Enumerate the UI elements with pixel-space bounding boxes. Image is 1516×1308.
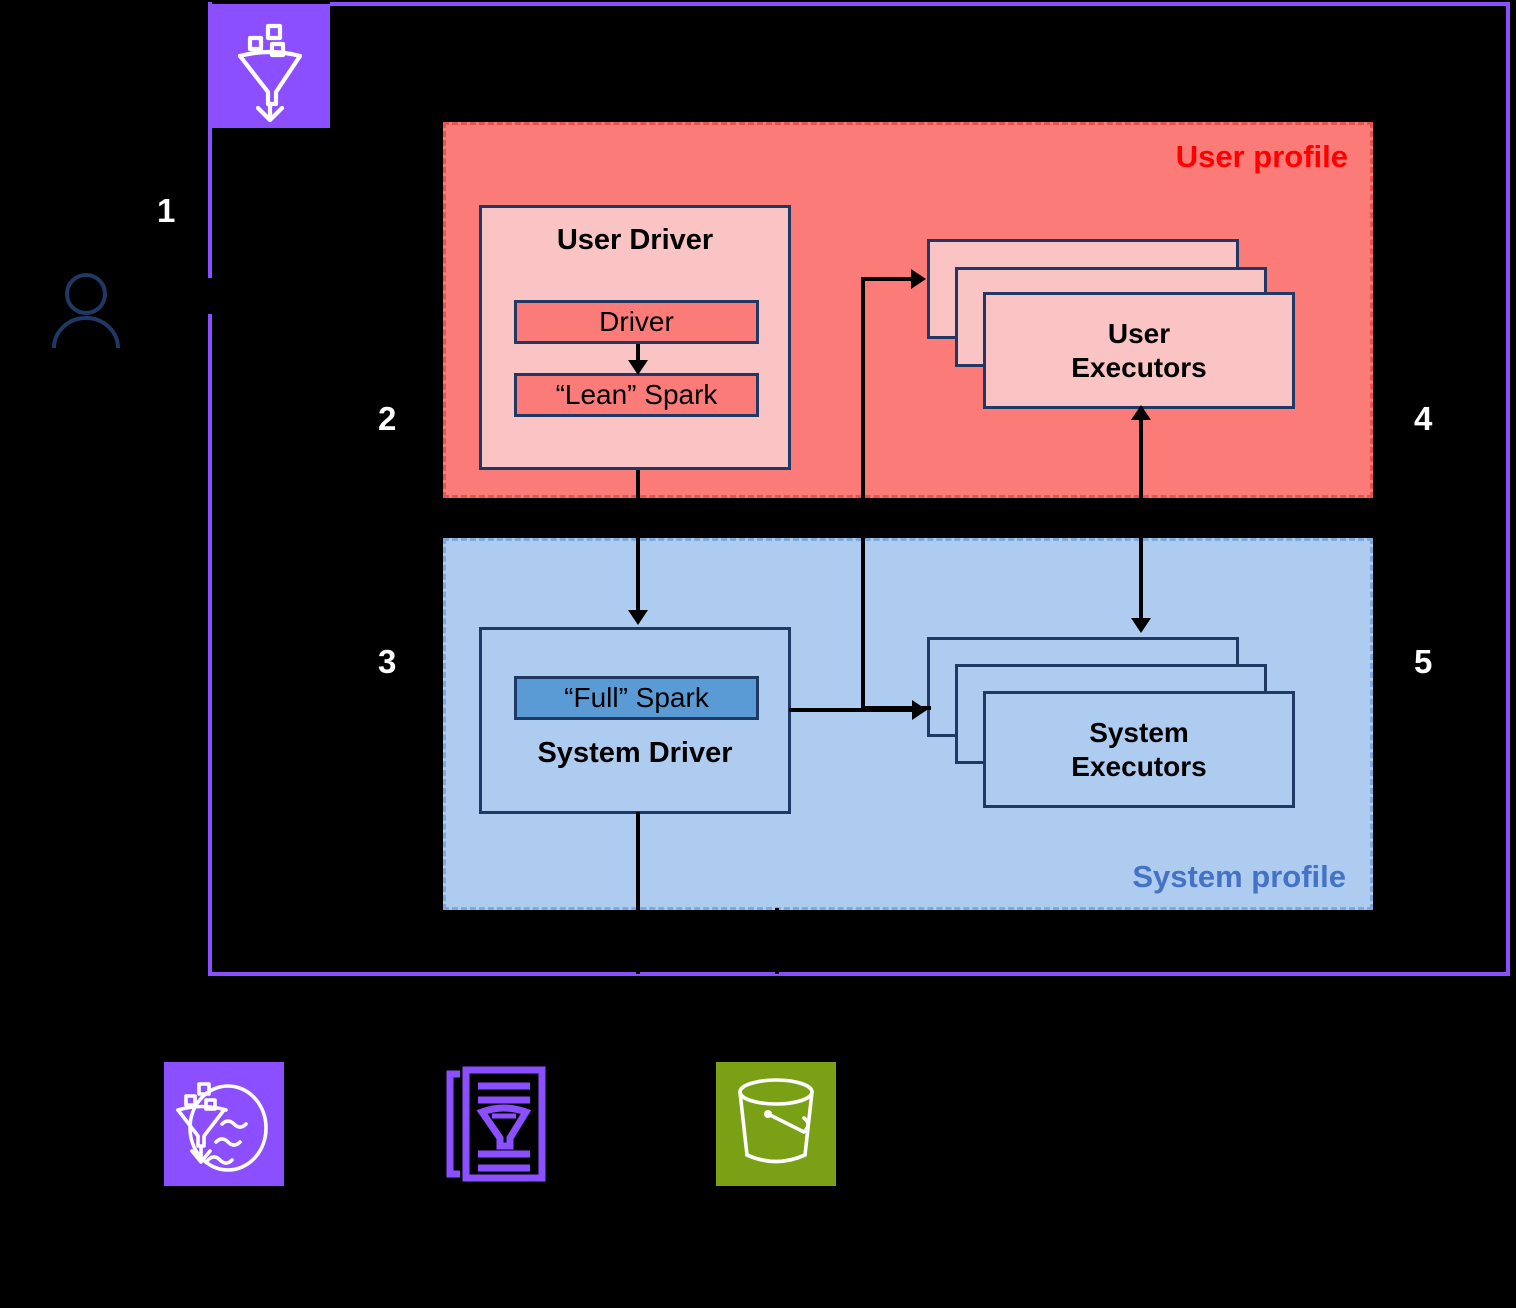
connector-system-driver-to-system-executors [789, 708, 917, 712]
glue-boundary-gap [204, 278, 216, 314]
system-executors-box[interactable]: System Executors [983, 691, 1295, 808]
user-executors-label-line2: Executors [1071, 351, 1207, 383]
connector-driver-to-lean-spark [636, 344, 640, 364]
arrowhead-user-driver-to-system-driver [628, 610, 648, 625]
system-executors-label-line2: Executors [1071, 750, 1207, 782]
glue-script-job-icon [440, 1062, 560, 1186]
arrowhead-to-user-executors [911, 269, 926, 289]
driver-subbox[interactable]: Driver [514, 300, 759, 344]
user-profile-title: User profile [1175, 139, 1348, 174]
s3-bucket-icon [716, 1062, 836, 1186]
user-executors-label-line1: User [1107, 318, 1171, 350]
data-lake-icon [164, 1062, 284, 1186]
glue-funnel-icon [210, 4, 330, 128]
user-driver-title: User Driver [556, 224, 714, 256]
glue-boundary-top-edge [330, 2, 1510, 6]
system-executors-label-line1: System [1089, 717, 1189, 749]
step-number-2: 2 [378, 400, 397, 437]
arrowhead-executors-upward [1131, 405, 1151, 420]
arrowhead-driver-to-lean-spark [628, 360, 648, 375]
connector-user-driver-to-system-driver [636, 470, 640, 620]
system-driver-box[interactable]: System Driver [479, 627, 791, 814]
connector-system-driver-to-user-executors-horizontal [861, 277, 911, 281]
arrowhead-executors-downward [1131, 618, 1151, 633]
step-number-3: 3 [378, 643, 397, 680]
step-number-1: 1 [157, 192, 176, 229]
connector-system-executors-to-user-executors [1139, 413, 1143, 628]
connector-system-executors-to-storage [775, 908, 779, 974]
arrowhead-to-system-executors [912, 700, 927, 720]
glue-job-boundary [208, 2, 1510, 976]
full-spark-subbox[interactable]: “Full” Spark [514, 676, 759, 720]
connector-system-driver-to-user-executors-vertical [861, 277, 865, 710]
system-driver-title: System Driver [537, 737, 733, 769]
lean-spark-subbox[interactable]: “Lean” Spark [514, 373, 759, 417]
step-number-4: 4 [1414, 400, 1433, 437]
step-number-5: 5 [1414, 643, 1433, 680]
user-executors-box[interactable]: User Executors [983, 292, 1295, 409]
user-person-icon [50, 272, 122, 352]
connector-system-driver-to-storage [636, 812, 640, 974]
system-profile-title: System profile [1132, 859, 1346, 894]
